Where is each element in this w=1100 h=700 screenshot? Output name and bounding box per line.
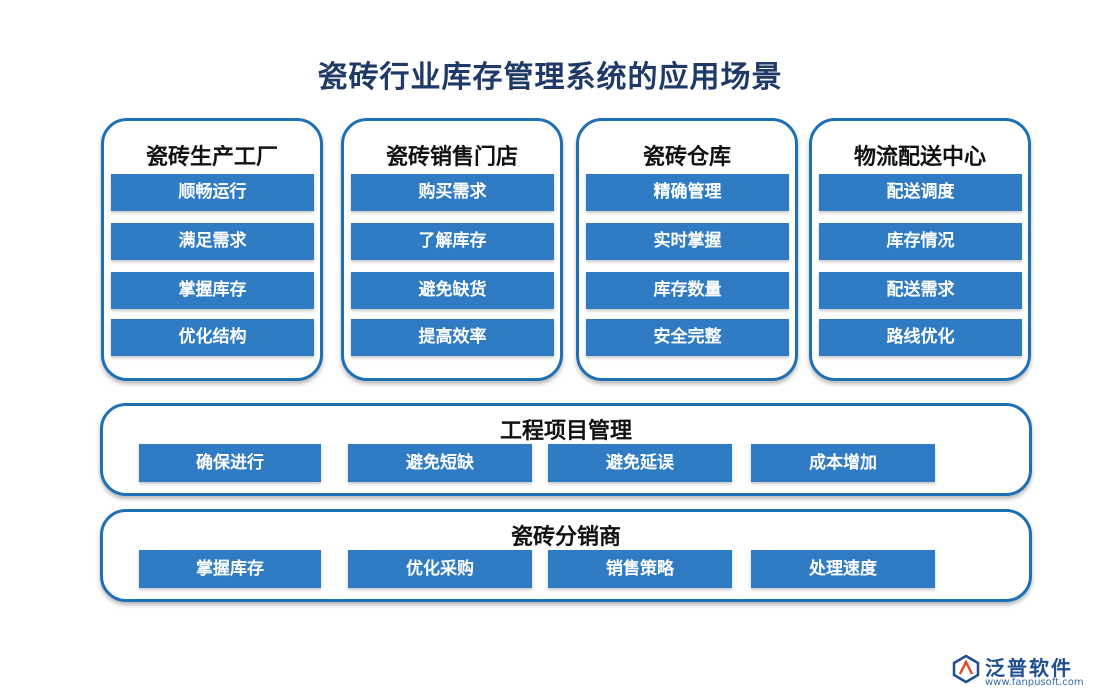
item-box: 库存数量: [586, 272, 789, 309]
item-box: 精确管理: [586, 174, 789, 211]
panel-title: 工程项目管理: [499, 419, 632, 444]
panel-distributor: 瓷砖分销商 掌握库存 优化采购 销售策略 处理速度: [100, 509, 1032, 602]
brand-name: 泛普软件: [985, 656, 1073, 680]
brand-url: www.fanpusoft.com: [985, 677, 1084, 688]
item-box: 销售策略: [548, 550, 732, 588]
panel-title: 瓷砖生产工厂: [145, 145, 278, 170]
item-box: 避免缺货: [351, 272, 554, 309]
item-box: 处理速度: [751, 550, 935, 588]
item-box: 确保进行: [139, 444, 321, 482]
item-box: 提高效率: [351, 319, 554, 356]
panel-title: 瓷砖分销商: [510, 525, 621, 550]
panel-store: 瓷砖销售门店 购买需求 了解库存 避免缺货 提高效率: [341, 118, 563, 381]
brand-logo-icon: [952, 654, 980, 684]
panel-factory: 瓷砖生产工厂 顺畅运行 满足需求 掌握库存 优化结构: [101, 118, 323, 381]
item-box: 安全完整: [586, 319, 789, 356]
item-box: 配送需求: [819, 272, 1022, 309]
panel-title: 瓷砖仓库: [642, 145, 731, 170]
item-box: 库存情况: [819, 223, 1022, 260]
diagram-title: 瓷砖行业库存管理系统的应用场景: [317, 60, 783, 95]
item-box: 顺畅运行: [111, 174, 314, 211]
item-box: 配送调度: [819, 174, 1022, 211]
item-box: 实时掌握: [586, 223, 789, 260]
panel-engineering: 工程项目管理 确保进行 避免短缺 避免延误 成本增加: [100, 403, 1032, 496]
panel-title: 物流配送中心: [853, 145, 986, 170]
item-box: 优化结构: [111, 319, 314, 356]
item-box: 优化采购: [348, 550, 532, 588]
panel-logistics: 物流配送中心 配送调度 库存情况 配送需求 路线优化: [809, 118, 1031, 381]
item-box: 购买需求: [351, 174, 554, 211]
item-box: 掌握库存: [111, 272, 314, 309]
item-box: 满足需求: [111, 223, 314, 260]
item-box: 掌握库存: [139, 550, 321, 588]
brand-logo: 泛普软件 www.fanpusoft.com: [951, 650, 1086, 694]
panel-title: 瓷砖销售门店: [385, 145, 518, 170]
item-box: 避免延误: [548, 444, 732, 482]
item-box: 避免短缺: [348, 444, 532, 482]
item-box: 路线优化: [819, 319, 1022, 356]
panel-warehouse: 瓷砖仓库 精确管理 实时掌握 库存数量 安全完整: [576, 118, 798, 381]
item-box: 成本增加: [751, 444, 935, 482]
item-box: 了解库存: [351, 223, 554, 260]
